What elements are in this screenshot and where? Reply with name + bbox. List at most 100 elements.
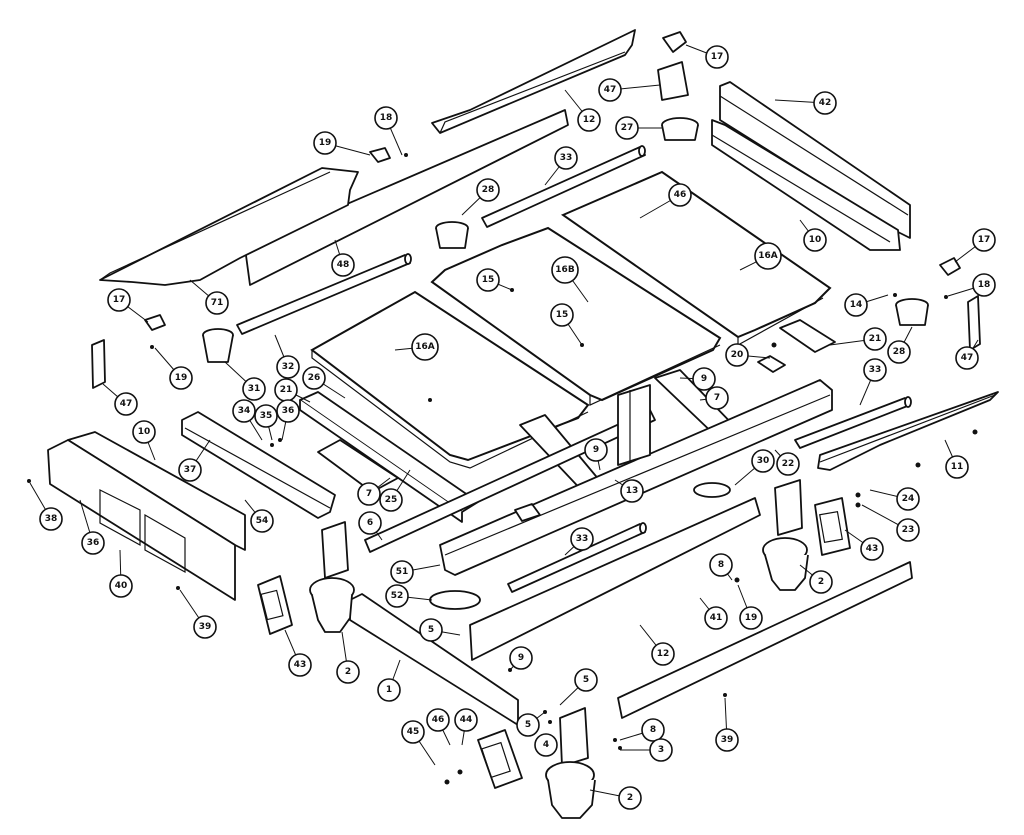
dowel-rod-right-33	[794, 396, 912, 449]
callout-label: 10	[809, 235, 822, 245]
pocket-iron-17-right	[939, 257, 961, 276]
callout-label: 14	[850, 300, 863, 310]
callout-c33a: 33	[554, 146, 578, 170]
callout-label: 23	[902, 525, 915, 535]
callout-label: 8	[718, 560, 724, 570]
callout-c15b: 15	[550, 303, 574, 327]
rail-back-inner-48	[244, 109, 569, 286]
pocket-iron-17-top	[662, 31, 687, 53]
pocket-cup-27	[661, 117, 699, 141]
callout-label: 21	[869, 334, 882, 344]
callout-c33c: 33	[570, 527, 594, 551]
callout-label: 15	[556, 310, 569, 320]
callout-c17b: 17	[972, 228, 996, 252]
callout-c3: 3	[649, 738, 673, 762]
callout-label: 39	[721, 735, 734, 745]
callout-c39b: 39	[715, 728, 739, 752]
callout-c12a: 12	[577, 108, 601, 132]
callout-label: 28	[482, 185, 495, 195]
callout-c52: 52	[385, 584, 409, 608]
callout-label: 34	[238, 406, 251, 416]
callout-c9b: 9	[584, 438, 608, 462]
callout-label: 5	[583, 675, 589, 685]
pocket-cup-31	[202, 328, 234, 363]
frame-crossmember-7-left	[317, 439, 399, 493]
callout-label: 22	[782, 459, 795, 469]
callout-label: 10	[138, 427, 151, 437]
callout-c47a: 47	[598, 78, 622, 102]
callout-label: 43	[866, 544, 879, 554]
callout-label: 31	[248, 384, 261, 394]
apron-long-front-39	[617, 561, 913, 719]
callout-label: 36	[87, 538, 100, 548]
callout-label: 5	[525, 720, 531, 730]
callout-label: 11	[951, 462, 964, 472]
callout-c38: 38	[39, 507, 63, 531]
callout-label: 19	[319, 138, 332, 148]
leg-bracket-43-right	[814, 497, 851, 556]
callout-c10a: 10	[803, 228, 827, 252]
callout-c34: 34	[232, 399, 256, 423]
callout-c36a: 36	[276, 399, 300, 423]
leg-left-2	[309, 521, 355, 633]
callout-c20: 20	[725, 343, 749, 367]
dowel-rod-lower-33	[507, 522, 647, 593]
callout-label: 21	[280, 385, 293, 395]
callout-c6: 6	[358, 511, 382, 535]
callout-label: 7	[714, 393, 720, 403]
callout-c19b: 19	[169, 366, 193, 390]
callout-c10b: 10	[132, 420, 156, 444]
rail-left-71	[99, 167, 359, 286]
pocket-bracket-47-top	[657, 61, 689, 101]
callout-label: 45	[407, 727, 420, 737]
callout-label: 8	[650, 725, 656, 735]
callout-c46b: 46	[426, 708, 450, 732]
pocket-cup-52	[429, 590, 481, 610]
dowel-rod-left-32	[236, 253, 412, 335]
callout-label: 39	[199, 622, 212, 632]
callout-label: 2	[345, 667, 351, 677]
callout-c17c: 17	[107, 288, 131, 312]
pocket-cup-28-right	[895, 298, 929, 326]
callout-label: 36	[282, 406, 295, 416]
callout-c26: 26	[302, 366, 326, 390]
slate-center-16B	[430, 226, 722, 406]
callout-c14: 14	[844, 293, 868, 317]
callout-c21a: 21	[863, 327, 887, 351]
callout-c39a: 39	[193, 615, 217, 639]
callout-label: 3	[658, 745, 664, 755]
callout-label: 9	[701, 374, 707, 384]
callout-label: 40	[115, 581, 128, 591]
callout-label: 2	[818, 577, 824, 587]
callout-label: 17	[711, 52, 724, 62]
apron-front-1	[349, 593, 519, 726]
callout-label: 41	[710, 613, 723, 623]
callout-label: 37	[184, 465, 197, 475]
callout-c7a: 7	[705, 386, 729, 410]
callout-c18b: 18	[972, 273, 996, 297]
callout-label: 43	[294, 660, 307, 670]
callout-c45: 45	[401, 720, 425, 744]
callout-label: 27	[621, 123, 634, 133]
callout-c15a: 15	[476, 268, 500, 292]
apron-end-left-36-panel	[47, 439, 236, 601]
callout-c1: 1	[377, 678, 401, 702]
callout-label: 1	[386, 685, 392, 695]
callout-c2b: 2	[336, 660, 360, 684]
apron-front-12	[469, 497, 761, 661]
callout-label: 16B	[555, 265, 575, 275]
pocket-cup-30	[693, 482, 731, 498]
callout-c31: 31	[242, 377, 266, 401]
callout-c44: 44	[454, 708, 478, 732]
small-fasteners	[27, 153, 978, 785]
callout-label: 71	[211, 298, 224, 308]
callout-c51: 51	[390, 560, 414, 584]
callout-c5a: 5	[419, 618, 443, 642]
dowel-rod-upper-33	[481, 145, 646, 228]
callout-c41: 41	[704, 606, 728, 630]
callout-c7b: 7	[357, 482, 381, 506]
callout-c37: 37	[178, 458, 202, 482]
callout-label: 19	[175, 373, 188, 383]
callout-c71: 71	[205, 291, 229, 315]
